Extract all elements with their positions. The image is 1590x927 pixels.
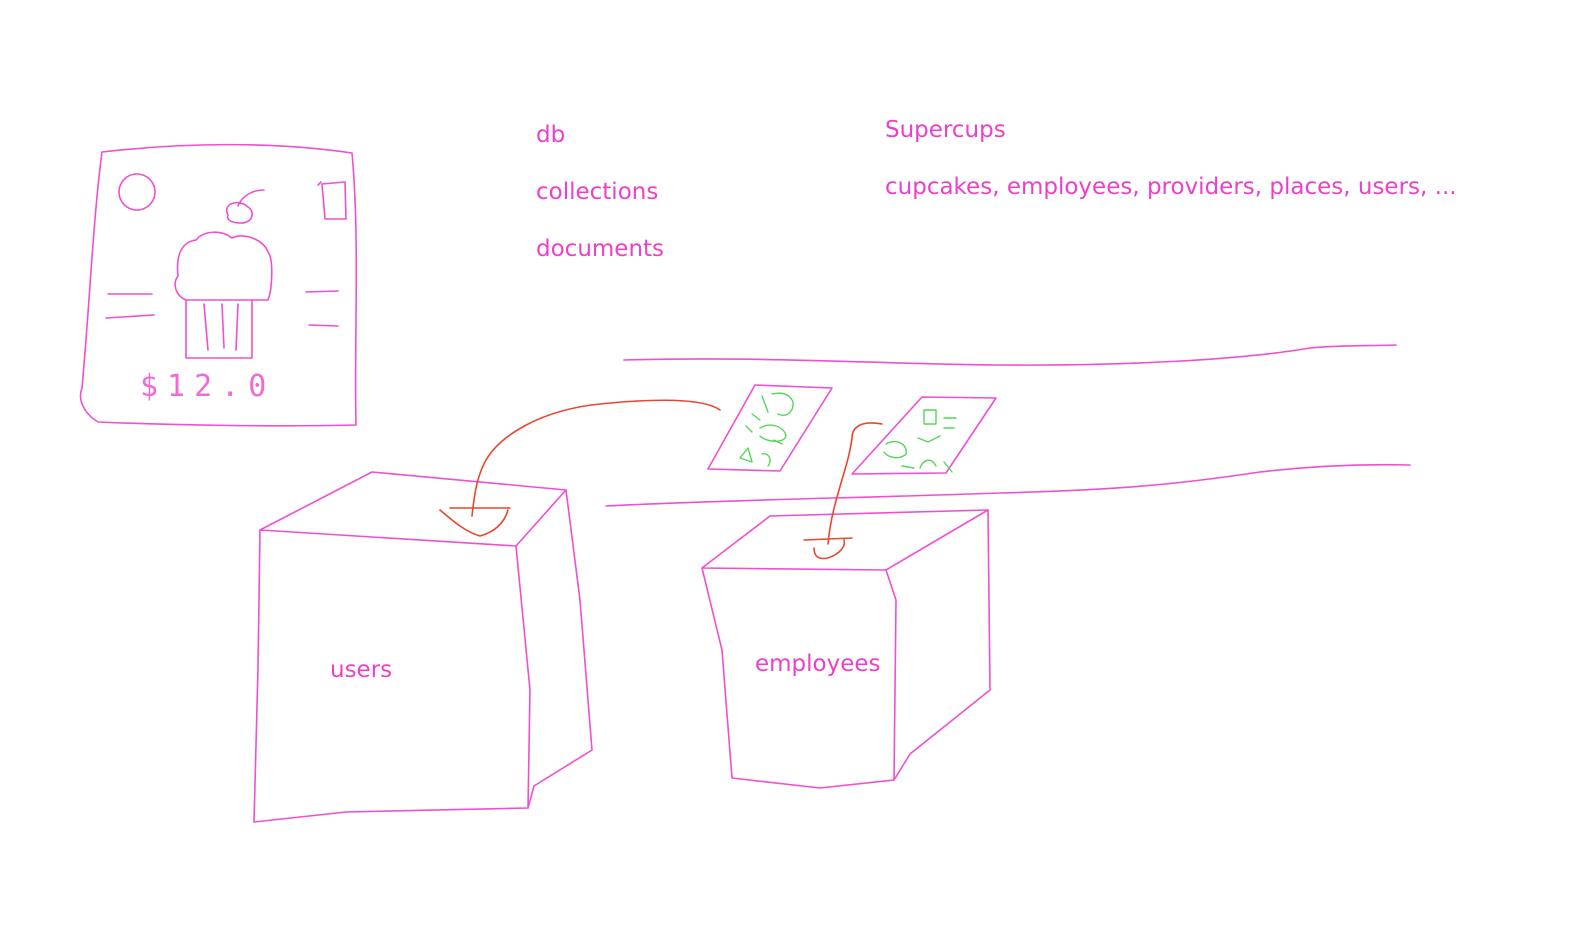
collection-label-users: users (330, 657, 393, 683)
square-icon (317, 181, 347, 220)
document-icon (707, 384, 833, 472)
product-card (79, 143, 358, 427)
decor-lines (105, 290, 339, 327)
legend-term-documents: documents (536, 236, 665, 262)
legend-example-db: Supercups (885, 117, 1006, 143)
product-price: $12.0 (140, 369, 276, 404)
collection-box-users (253, 471, 593, 823)
conveyor-bottom-line (605, 463, 1411, 507)
document-icon (851, 396, 997, 475)
arrow-doc-to-users (439, 399, 721, 537)
legend-term-collections: collections (536, 179, 659, 205)
conveyor-top-line (623, 344, 1397, 366)
arrow-doc-to-employees (803, 422, 883, 560)
legend-example-collections: cupcakes, employees, providers, places, … (885, 174, 1457, 200)
collection-box-employees (701, 509, 991, 789)
collection-label-employees: employees (755, 651, 881, 677)
legend-term-db: db (536, 122, 566, 148)
cupcake-icon (174, 189, 273, 359)
circle-icon (118, 173, 156, 211)
